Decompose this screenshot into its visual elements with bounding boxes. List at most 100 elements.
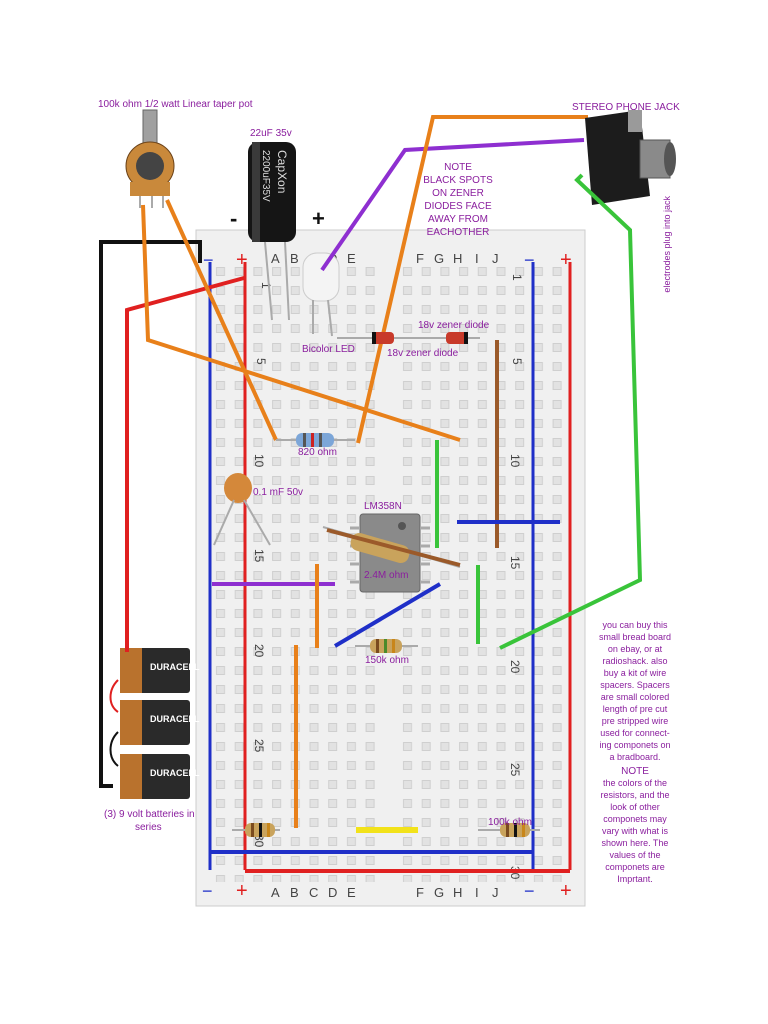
row-number-15-right: 15 xyxy=(508,556,522,570)
side-note-line-10: used for connect- xyxy=(600,728,670,738)
led-label: Bicolor LED xyxy=(302,344,355,355)
side-note-line-20: values of the xyxy=(609,850,660,860)
side-note-line-12: a bradboard. xyxy=(609,752,660,762)
side-note-line-16: look of other xyxy=(610,802,660,812)
bottom-left-plus-sign: + xyxy=(236,880,248,902)
bicolor-led xyxy=(302,252,340,337)
capacitor-rating-print: 2200uF35V xyxy=(260,150,271,202)
batteries-label-line-1: (3) 9 volt batteries in xyxy=(104,809,195,820)
col-letter-f-bottom: F xyxy=(416,885,424,900)
row-number-1-right: 1 xyxy=(510,274,524,281)
row-number-25-left: 25 xyxy=(252,739,266,753)
zener-note-line-5: AWAY FROM xyxy=(428,214,488,225)
side-note: you can buy this small bread board on eb… xyxy=(599,620,671,884)
capacitor-label: 22uF 35v xyxy=(250,128,292,139)
top-right-plus-sign: + xyxy=(560,249,572,271)
side-note-line-18: vary with what is xyxy=(602,826,669,836)
zener-note-line-2: BLACK SPOTS xyxy=(423,175,493,186)
zener-note-line-4: DIODES FACE xyxy=(424,201,492,212)
pot-wire-2 xyxy=(165,199,278,441)
potentiometer xyxy=(125,109,175,208)
col-letter-f-top: F xyxy=(416,251,424,266)
electrolytic-capacitor: CapXon 2200uF35V xyxy=(248,142,296,321)
col-letter-e-bottom: E xyxy=(347,885,356,900)
bottom-right-plus-sign: + xyxy=(560,880,572,902)
col-letter-g-top: G xyxy=(434,251,444,266)
battery-1-brand: DURACELL xyxy=(150,662,200,672)
resistor-2-4m-label: 2.4M ohm xyxy=(364,570,408,581)
zener-note-line-6: EACHOTHER xyxy=(427,227,490,238)
resistor-100k-label: 100k ohm xyxy=(488,817,532,828)
side-note-line-5: buy a kit of wire xyxy=(604,668,667,678)
zener-diode-2 xyxy=(446,332,468,344)
side-note-line-8: length of pre cut xyxy=(603,704,668,714)
top-left-plus-sign: + xyxy=(236,249,248,271)
side-note-line-2: small bread board xyxy=(599,632,671,642)
side-note-line-15: resistors, and the xyxy=(600,790,669,800)
bottom-left-minus-sign: − xyxy=(202,881,213,901)
zener-note-line-1: NOTE xyxy=(444,162,472,173)
blue-diagonal-wire xyxy=(333,582,442,648)
row-number-20-right: 20 xyxy=(508,660,522,674)
col-letter-e-top: E xyxy=(347,251,356,266)
resistor-2-4m-ohm xyxy=(322,526,461,568)
col-letter-h-bottom: H xyxy=(453,885,462,900)
col-letter-a-bottom: A xyxy=(271,885,280,900)
resistor-820-ohm xyxy=(276,433,355,447)
col-letter-i-bottom: I xyxy=(475,885,479,900)
pot-wire-1 xyxy=(141,204,461,442)
side-note-line-21: componets are xyxy=(605,862,665,872)
zener-2-label: 18v zener diode xyxy=(387,348,459,359)
top-left-minus-sign: − xyxy=(203,250,214,270)
side-note-line-1: you can buy this xyxy=(602,620,668,630)
bottom-right-minus-sign: − xyxy=(524,881,535,901)
resistor-820-label: 820 ohm xyxy=(298,447,337,458)
side-note-line-9: pre stripped wire xyxy=(602,716,669,726)
capacitor-brand: CapXon xyxy=(275,150,289,193)
electrodes-label: electrodes plug into jack xyxy=(662,196,672,293)
left-row-numbers: 1 5 10 15 20 25 30 xyxy=(252,282,273,848)
row-number-10-left: 10 xyxy=(252,454,266,468)
side-note-line-22: Imprtant. xyxy=(617,874,653,884)
zener-note: NOTE BLACK SPOTS ON ZENER DIODES FACE AW… xyxy=(423,162,493,238)
resistor-100k-ohm xyxy=(478,823,540,837)
ic-label: LM358N xyxy=(364,501,402,512)
side-note-line-11: ing componets on xyxy=(599,740,670,750)
row-number-30-left: 30 xyxy=(252,834,266,848)
green-jack-wire xyxy=(499,173,643,650)
side-note-line-19: shown here. The xyxy=(602,838,669,848)
row-number-1-left: 1 xyxy=(259,282,273,289)
col-letter-i-top: I xyxy=(475,251,479,266)
resistor-150k-ohm xyxy=(355,639,418,653)
battery-3-brand: DURACELL xyxy=(150,768,200,778)
row-number-5-right: 5 xyxy=(510,358,524,365)
battery-black-wire xyxy=(99,240,202,788)
row-number-10-right: 10 xyxy=(508,454,522,468)
col-letter-d-bottom: D xyxy=(328,885,337,900)
zener-diodes xyxy=(337,332,480,344)
capacitor-minus: - xyxy=(230,206,237,231)
purple-jack-wire xyxy=(320,138,585,272)
zener-1-label: 18v zener diode xyxy=(418,320,490,331)
col-letter-c-bottom: C xyxy=(309,885,318,900)
battery-2-brand: DURACELL xyxy=(150,714,200,724)
row-number-5-left: 5 xyxy=(254,358,268,365)
bottom-column-letters: A B C D E F G H I J xyxy=(271,885,499,900)
side-note-line-17: componets may xyxy=(603,814,667,824)
stereo-phone-jack xyxy=(585,110,676,205)
side-note-line-14: the colors of the xyxy=(603,778,667,788)
row-number-15-left: 15 xyxy=(252,549,266,563)
side-note-line-4: radioshack. also xyxy=(602,656,667,666)
ceramic-capacitor xyxy=(213,473,271,546)
col-letter-b-bottom: B xyxy=(290,885,299,900)
top-right-minus-sign: − xyxy=(524,250,535,270)
resistor-bottom-left xyxy=(232,823,280,837)
ceramic-cap-label: 0.1 mF 50v xyxy=(253,487,303,498)
row-number-20-left: 20 xyxy=(252,644,266,658)
side-note-line-7: are small colored xyxy=(601,692,670,702)
col-letter-h-top: H xyxy=(453,251,462,266)
resistor-150k-label: 150k ohm xyxy=(365,655,409,666)
battery-pack: DURACELL DURACELL DURACELL xyxy=(109,648,200,799)
side-note-line-13: NOTE xyxy=(621,766,649,777)
